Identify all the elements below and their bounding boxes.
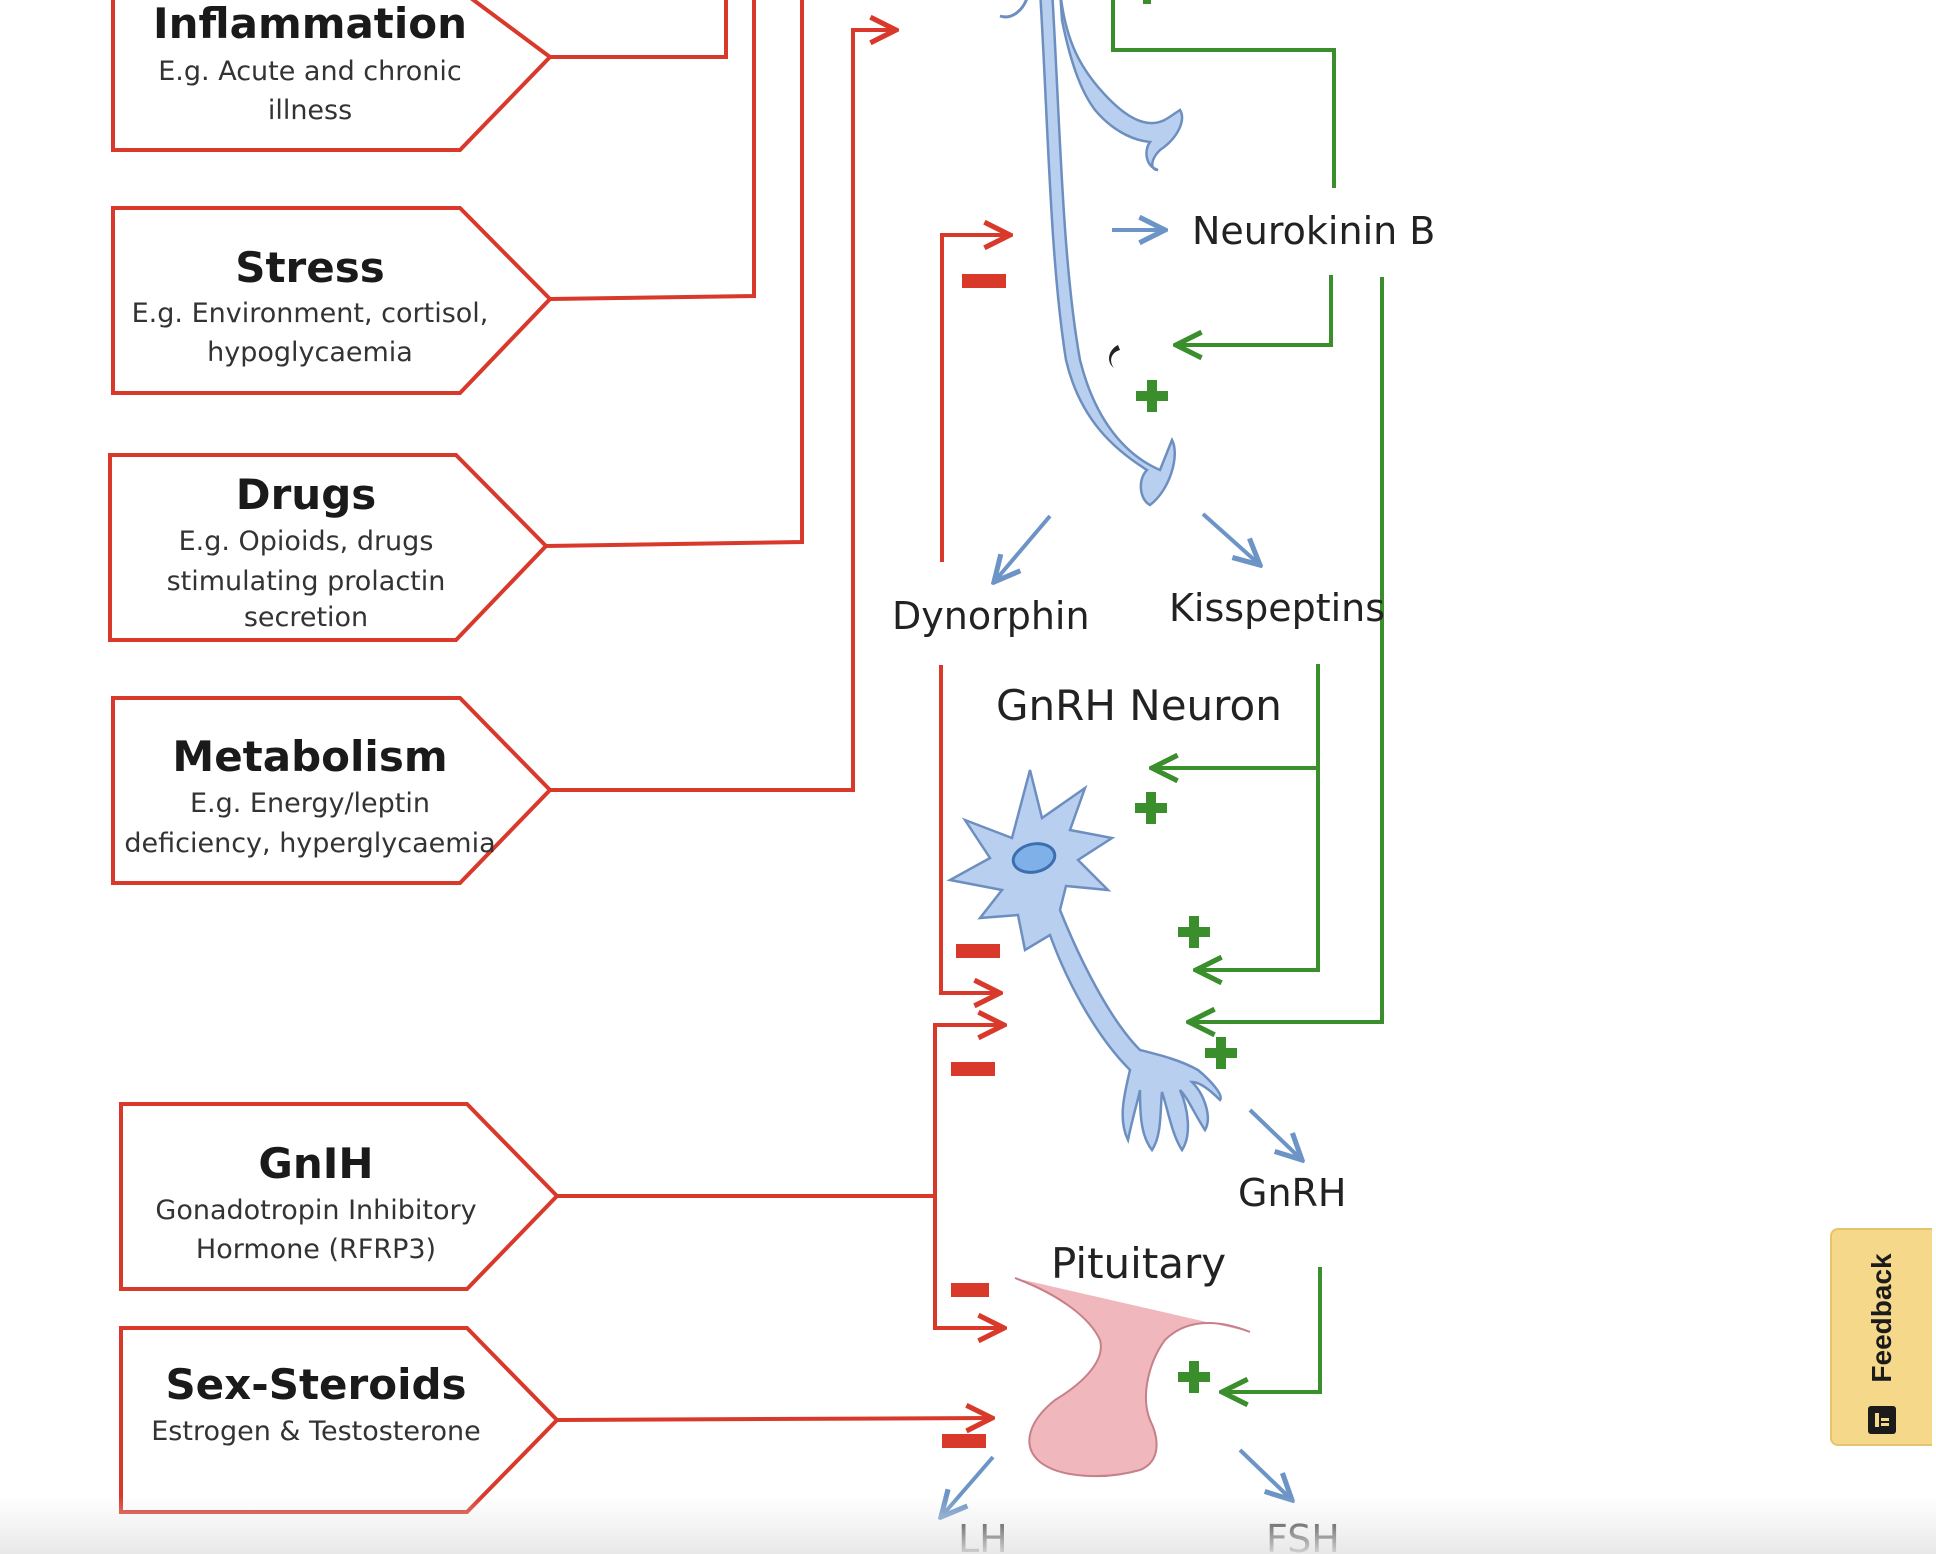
lh-label: LH bbox=[958, 1517, 1008, 1554]
factor-description: secretion bbox=[244, 602, 368, 633]
factor-box-gnih: GnIH Gonadotropin Inhibitory Hormone (RF… bbox=[119, 1102, 560, 1291]
factor-box-metabolism: Metabolism E.g. Energy/leptin deficiency… bbox=[111, 696, 553, 885]
factor-description: E.g. Environment, cortisol, bbox=[132, 298, 489, 329]
factor-description: Gonadotropin Inhibitory bbox=[155, 1195, 476, 1226]
stimulatory-connectors bbox=[1111, 0, 1384, 1392]
minus-sign bbox=[951, 1062, 995, 1076]
plus-sign bbox=[1178, 916, 1210, 948]
factor-box-inflammation: Inflammation E.g. Acute and chronic illn… bbox=[111, 0, 554, 152]
kisspeptins-label: Kisspeptins bbox=[1169, 586, 1385, 630]
plus-sign bbox=[1136, 380, 1168, 412]
fsh-label: FSH bbox=[1266, 1517, 1340, 1554]
minus-sign bbox=[962, 274, 1006, 288]
factor-description: E.g. Opioids, drugs bbox=[179, 526, 434, 557]
feedback-icon bbox=[1868, 1406, 1896, 1434]
factor-description: Estrogen & Testosterone bbox=[151, 1416, 481, 1447]
neurokinin-b-label: Neurokinin B bbox=[1192, 209, 1435, 253]
factor-description: illness bbox=[268, 95, 352, 126]
factor-box-sex-steroids: Sex-Steroids Estrogen & Testosterone bbox=[119, 1326, 560, 1514]
factor-description: stimulating prolactin bbox=[167, 566, 446, 597]
stimulation-signs bbox=[1135, 0, 1237, 1393]
pituitary-gland bbox=[1014, 1277, 1251, 1478]
minus-sign bbox=[956, 944, 1000, 958]
gnrh-neuron-label: GnRH Neuron bbox=[996, 681, 1282, 730]
feedback-label: Feedback bbox=[1866, 1253, 1897, 1383]
inhibition-signs bbox=[942, 274, 1006, 1448]
plus-sign bbox=[1143, 0, 1151, 4]
plus-sign bbox=[1135, 792, 1167, 824]
factor-title: Inflammation bbox=[153, 0, 467, 48]
factor-description: Hormone (RFRP3) bbox=[196, 1234, 436, 1265]
plus-sign bbox=[1205, 1037, 1237, 1069]
factor-box-drugs: Drugs E.g. Opioids, drugs stimulating pr… bbox=[108, 453, 549, 642]
factor-title: GnIH bbox=[258, 1139, 373, 1188]
nucleus bbox=[1011, 842, 1057, 874]
factor-title: Sex-Steroids bbox=[165, 1360, 466, 1409]
minus-sign bbox=[942, 1434, 986, 1448]
factor-title: Drugs bbox=[236, 470, 377, 519]
kndy-neuron bbox=[999, 0, 1184, 507]
gnrh-neuron bbox=[946, 769, 1222, 1153]
gnrh-label: GnRH bbox=[1238, 1171, 1347, 1215]
factor-description: deficiency, hyperglycaemia bbox=[124, 828, 495, 859]
minus-sign bbox=[951, 1283, 989, 1297]
factor-description: hypoglycaemia bbox=[207, 337, 413, 368]
inhibitory-connectors bbox=[545, 0, 1010, 1420]
feedback-button[interactable]: Feedback bbox=[1830, 1228, 1932, 1446]
dynorphin-label: Dynorphin bbox=[892, 594, 1090, 638]
factor-box-stress: Stress E.g. Environment, cortisol, hypog… bbox=[111, 206, 553, 395]
factor-description: E.g. Energy/leptin bbox=[190, 788, 430, 819]
factor-description: E.g. Acute and chronic bbox=[158, 56, 462, 87]
factor-title: Stress bbox=[235, 243, 385, 292]
pituitary-label: Pituitary bbox=[1051, 1239, 1226, 1288]
factor-title: Metabolism bbox=[172, 732, 447, 781]
plus-sign bbox=[1178, 1361, 1210, 1393]
